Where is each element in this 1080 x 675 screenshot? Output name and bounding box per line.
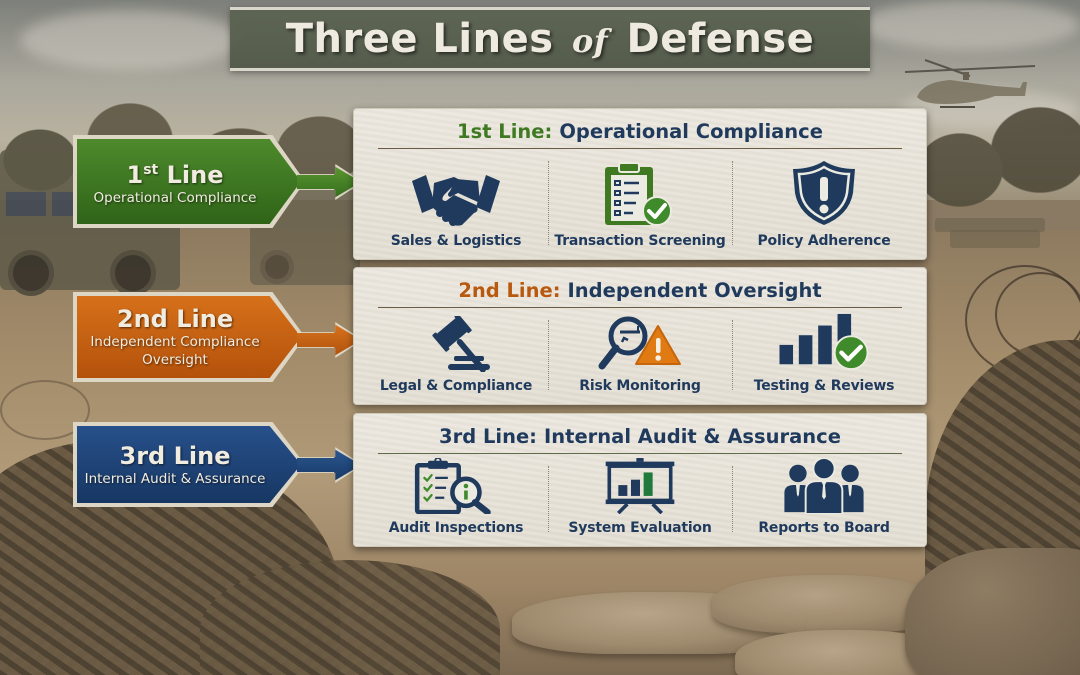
bar-chart-check-icon [779, 313, 869, 371]
tank-far [935, 218, 1045, 232]
item-policy-adherence: Policy Adherence [732, 153, 916, 253]
sandbag [905, 548, 1080, 675]
item-transaction-screening: Transaction Screening [548, 153, 732, 253]
line-3-panel-accent: 3rd Line: [439, 425, 537, 448]
barbed-wire [0, 380, 90, 440]
shield-alert-icon [793, 161, 855, 225]
line-2-label-subtitle: Independent Compliance Oversight [90, 334, 260, 368]
line-1-label-subtitle: Operational Compliance [93, 190, 257, 206]
page-title: Three Lines of Defense [286, 16, 815, 62]
line-1-panel-accent: 1st Line: [457, 120, 553, 143]
item-label: Risk Monitoring [579, 378, 701, 394]
line-1-panel: 1st Line: Operational Compliance Sales &… [353, 108, 927, 260]
item-label: Transaction Screening [554, 233, 726, 249]
line-1-arrow-label: 1st Line Operational Compliance [73, 135, 305, 228]
line-2-panel-heading: 2nd Line: Independent Oversight [378, 274, 902, 308]
title-banner: Three Lines of Defense [230, 7, 870, 71]
line-2-panel: 2nd Line: Independent Oversight Legal & … [353, 267, 927, 405]
magnifier-warning-icon [598, 316, 681, 370]
item-label: Sales & Logistics [390, 233, 522, 249]
people-group-icon [784, 458, 864, 514]
cloud [20, 10, 240, 70]
item-label: Audit Inspections [388, 520, 524, 536]
handshake-icon [412, 175, 500, 226]
helicopter-icon [904, 59, 1035, 108]
line-1-label-title: 1st Line [126, 161, 224, 189]
line-2-panel-title: Independent Oversight [567, 279, 822, 302]
presentation-chart-icon [605, 458, 675, 514]
item-audit-inspections: Audit Inspections [364, 458, 548, 540]
clipboard-magnifier-icon [414, 458, 491, 514]
line-2-arrow-label: 2nd Line Independent Compliance Oversigh… [73, 292, 305, 382]
line-3-panel: 3rd Line: Internal Audit & Assurance Aud… [353, 413, 927, 547]
item-testing-reviews: Testing & Reviews [732, 312, 916, 398]
item-legal-compliance: Legal & Compliance [364, 312, 548, 398]
sandbag [712, 575, 942, 633]
line-3-panel-title: Internal Audit & Assurance [543, 425, 841, 448]
tank-far-body [950, 230, 1040, 248]
line-2-panel-accent: 2nd Line: [458, 279, 561, 302]
line-2-label-title: 2nd Line [116, 305, 234, 333]
line-3-label-title: 3rd Line [119, 441, 231, 470]
title-part-2: Defense [626, 16, 815, 62]
checklist-check-icon [605, 162, 672, 226]
item-risk-monitoring: Risk Monitoring [548, 312, 732, 398]
line-1-panel-heading: 1st Line: Operational Compliance [378, 115, 902, 149]
line-3-label-subtitle: Internal Audit & Assurance [84, 470, 266, 487]
item-label: Policy Adherence [757, 233, 891, 249]
gavel-icon [432, 316, 490, 372]
item-label: Legal & Compliance [379, 378, 533, 394]
line-3-arrow-label: 3rd Line Internal Audit & Assurance [73, 422, 305, 507]
item-label: Testing & Reviews [753, 378, 895, 394]
cloud [860, 0, 1080, 50]
armored-vehicle-far [250, 190, 360, 285]
title-of: of [571, 22, 609, 60]
line-1-panel-title: Operational Compliance [559, 120, 823, 143]
line-3-panel-heading: 3rd Line: Internal Audit & Assurance [378, 420, 902, 454]
item-label: System Evaluation [568, 520, 712, 536]
title-part-1: Three Lines [285, 16, 554, 62]
item-system-evaluation: System Evaluation [548, 458, 732, 540]
item-label: Reports to Board [758, 520, 890, 536]
item-reports-to-board: Reports to Board [732, 458, 916, 540]
item-sales-logistics: Sales & Logistics [364, 153, 548, 253]
camo-net-mid [200, 560, 500, 675]
